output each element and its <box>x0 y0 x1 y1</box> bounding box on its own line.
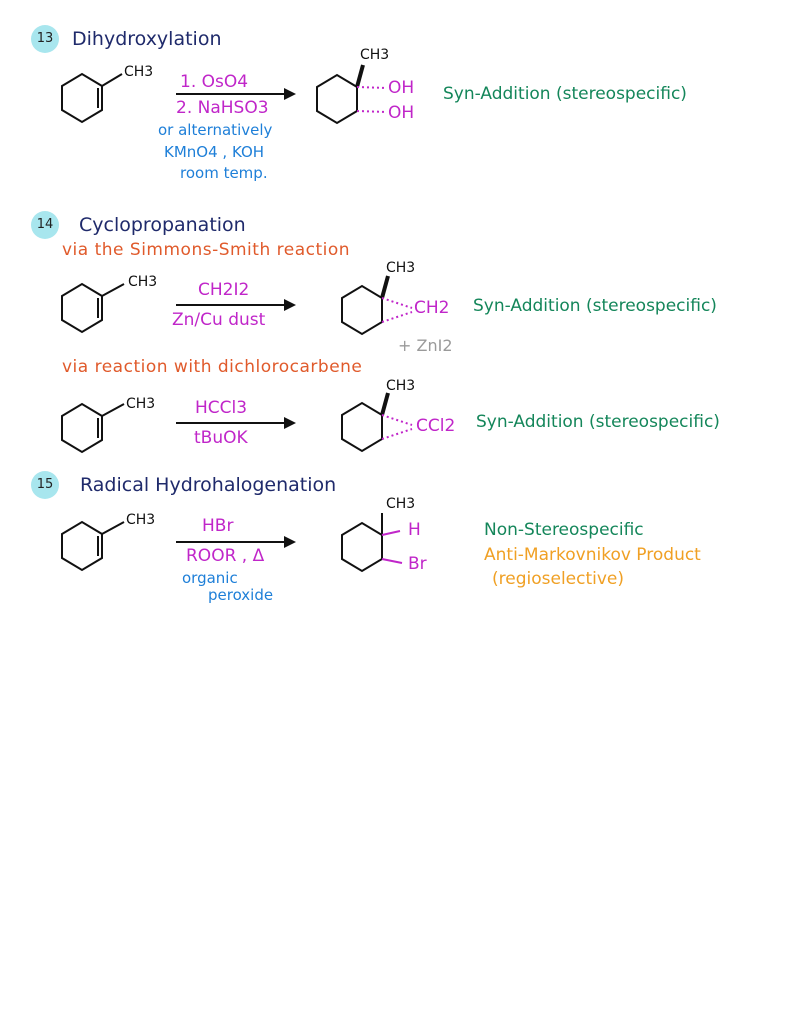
product-14a-ch3: CH3 <box>386 260 416 276</box>
product-13-ch3: CH3 <box>360 47 390 63</box>
reagent-14a-bottom: Zn/Cu dust <box>172 310 266 330</box>
note-14b: Syn-Addition (stereospecific) <box>476 412 720 432</box>
product-15-ch3: CH3 <box>386 496 416 512</box>
product-14a-ch2: CH2 <box>414 298 450 318</box>
product-14b-ch3: CH3 <box>386 378 416 394</box>
reagent-15-top: HBr <box>202 516 234 536</box>
section-14-badge: 14 <box>31 211 59 239</box>
section-14-title: Cyclopropanation <box>79 214 246 236</box>
reagent-15-note1: organic <box>182 569 238 587</box>
reactant-13-structure <box>61 72 123 124</box>
section-15-badge: 15 <box>31 471 59 499</box>
reagent-15-bottom: ROOR , Δ <box>186 546 265 566</box>
reactant-15-ch3: CH3 <box>126 512 156 528</box>
alt-13-line1: or alternatively <box>158 121 273 139</box>
reactant-14b-structure <box>61 402 125 454</box>
section-13-badge: 13 <box>31 25 59 53</box>
note-13: Syn-Addition (stereospecific) <box>443 84 687 104</box>
note-15-2: Anti-Markovnikov Product <box>484 545 701 565</box>
section-15-title: Radical Hydrohalogenation <box>80 474 337 496</box>
product-14b-ccl2: CCl2 <box>416 416 456 436</box>
reagent-14b-bottom: tBuOK <box>194 428 248 448</box>
reagent-14a-top: CH2I2 <box>198 280 250 300</box>
product-13-oh1: OH <box>388 78 415 98</box>
reagent-15-note2: peroxide <box>208 586 274 604</box>
product-15-structure <box>341 513 403 573</box>
reactant-13-ch3: CH3 <box>124 64 154 80</box>
note-14a: Syn-Addition (stereospecific) <box>473 296 717 316</box>
arrow-15 <box>176 536 296 548</box>
product-14b-structure <box>341 392 413 453</box>
note-15-3: (regioselective) <box>492 569 625 589</box>
arrow-14a <box>176 299 296 311</box>
note-15-1: Non-Stereospecific <box>484 520 644 540</box>
product-15-br: Br <box>408 554 427 574</box>
product-15-h: H <box>408 520 421 540</box>
reactant-14a-ch3: CH3 <box>128 274 158 290</box>
reagent-13-bottom: 2. NaHSO3 <box>176 98 269 118</box>
section-14-method2: via reaction with dichlorocarbene <box>62 357 363 377</box>
alt-13-line2: KMnO4 , KOH <box>164 143 265 161</box>
product-14a-structure <box>341 275 413 336</box>
reagent-14b-top: HCCl3 <box>195 398 248 418</box>
reactant-14a-structure <box>61 282 125 334</box>
arrow-14b <box>176 417 296 429</box>
reagent-13-top: 1. OsO4 <box>180 72 249 92</box>
product-13-oh2: OH <box>388 103 415 123</box>
section-14-method1: via the Simmons-Smith reaction <box>62 240 351 260</box>
arrow-13 <box>176 88 296 100</box>
alt-13-line3: room temp. <box>180 164 268 182</box>
product-13-structure <box>316 64 388 125</box>
section-13-title: Dihydroxylation <box>72 28 222 50</box>
reactant-15-structure <box>61 520 125 572</box>
byproduct-14a: + ZnI2 <box>398 336 453 355</box>
reactant-14b-ch3: CH3 <box>126 396 156 412</box>
